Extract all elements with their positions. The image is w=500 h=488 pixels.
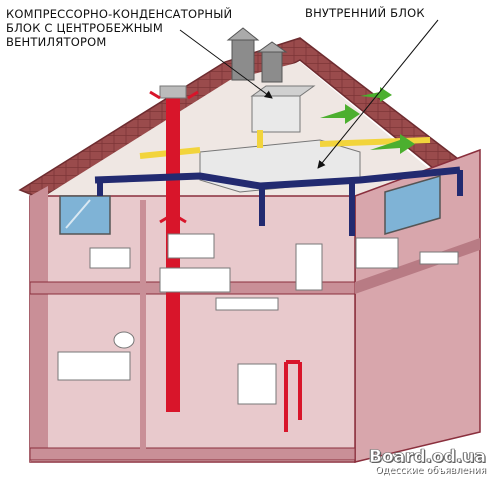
chimney-left-cap (226, 27, 260, 41)
toilet (113, 331, 135, 349)
supply-duct-vent (159, 85, 187, 99)
watermark-site: Board.od.ua (369, 447, 487, 468)
airflow-arrow-green-2 (370, 134, 415, 154)
distribution-duct-main (94, 166, 461, 190)
airflow-arrow-green-1 (320, 104, 360, 124)
fridge (295, 243, 323, 291)
watermark-tagline: Одесские объявления (375, 465, 486, 476)
interior-wall (140, 200, 146, 450)
house-left-wall (30, 186, 48, 462)
chimney-right (261, 51, 283, 83)
boiler-pipes (284, 360, 302, 432)
condenser-unit-box (251, 95, 301, 133)
kitchen-counter (159, 267, 231, 293)
leader-condenser (179, 29, 273, 99)
sofa (355, 237, 399, 269)
kitchen-cabinets (167, 233, 215, 259)
indoor-unit-label: ВНУТРЕННИЙ БЛОК (305, 6, 425, 20)
right-window (384, 175, 441, 235)
leader-indoor (317, 19, 439, 169)
distribution-duct-drops (97, 170, 463, 236)
dining-table (215, 297, 279, 311)
bed (89, 247, 131, 269)
bathtub (57, 351, 131, 381)
radiator-right (419, 251, 459, 265)
ground-floor-slab (29, 447, 356, 461)
left-window (59, 195, 111, 235)
airflow-arrow-green-3 (360, 87, 392, 102)
red-flow-arrows (149, 90, 199, 224)
left-window-glare (65, 199, 91, 229)
chimney-right-cap (256, 41, 288, 53)
condenser-unit-label: КОМПРЕССОРНО-КОНДЕНСАТОРНЫЙ БЛОК С ЦЕНТР… (6, 7, 233, 49)
watermark: Board.od.ua Одесские объявления (369, 447, 487, 476)
boiler (237, 363, 277, 405)
